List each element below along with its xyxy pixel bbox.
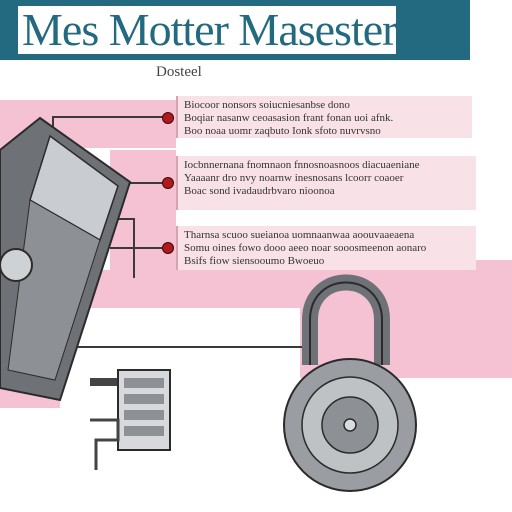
callout-1-line-2: Boqiar nasanw ceoasasion frant fonan uoi… — [184, 112, 394, 124]
connector-line-bracket — [110, 218, 134, 220]
diagram-subtitle: Dosteel — [156, 64, 202, 80]
callout-1: Biocoor nonsors soiucniesanbse dono Boqi… — [176, 96, 472, 138]
callout-2-line-3: Boac sond ivadaudrbvaro nioonoa — [184, 185, 335, 197]
meter-device — [0, 116, 132, 402]
callout-3-line-1: Tharnsa scuoo sueianoa uomnaanwaa aoouva… — [184, 229, 415, 241]
connector-line-3-v — [133, 218, 135, 278]
callout-2: Iocbnnernana fnomnaon fnnosnoasnoos diac… — [176, 156, 476, 210]
callout-node-3 — [162, 242, 174, 254]
connector-line-bottom — [55, 346, 307, 348]
connector-line-3-h — [110, 247, 164, 249]
connector-line-2-h — [130, 182, 164, 184]
callout-3-line-2: Somu oines fowo dooo aeeo noar sooosmeen… — [184, 242, 427, 254]
callout-1-line-3: Boo noaa uomr zaqbuto Ionk sfoto nuvrvsn… — [184, 125, 381, 137]
meter-knob-icon — [0, 248, 33, 282]
connector-plug-icon — [90, 369, 171, 470]
callout-2-line-1: Iocbnnernana fnomnaon fnnosnoasnoos diac… — [184, 159, 420, 171]
callout-2-line-2: Yaaaanr dro nvy noarnw inesnosans lcoorr… — [184, 172, 404, 184]
callout-node-2 — [162, 177, 174, 189]
callout-1-line-1: Biocoor nonsors soiucniesanbse dono — [184, 99, 350, 111]
title-background — [18, 6, 396, 54]
page-title: Mes Motter Masesters — [22, 4, 414, 55]
padlock-icon — [283, 274, 417, 492]
callout-3: Tharnsa scuoo sueianoa uomnaanwaa aoouva… — [176, 226, 476, 270]
connector-line-1-h — [52, 116, 164, 118]
callout-3-line-3: Bsifs fiow siensooumo Bwoeuo — [184, 255, 325, 267]
callout-node-1 — [162, 112, 174, 124]
